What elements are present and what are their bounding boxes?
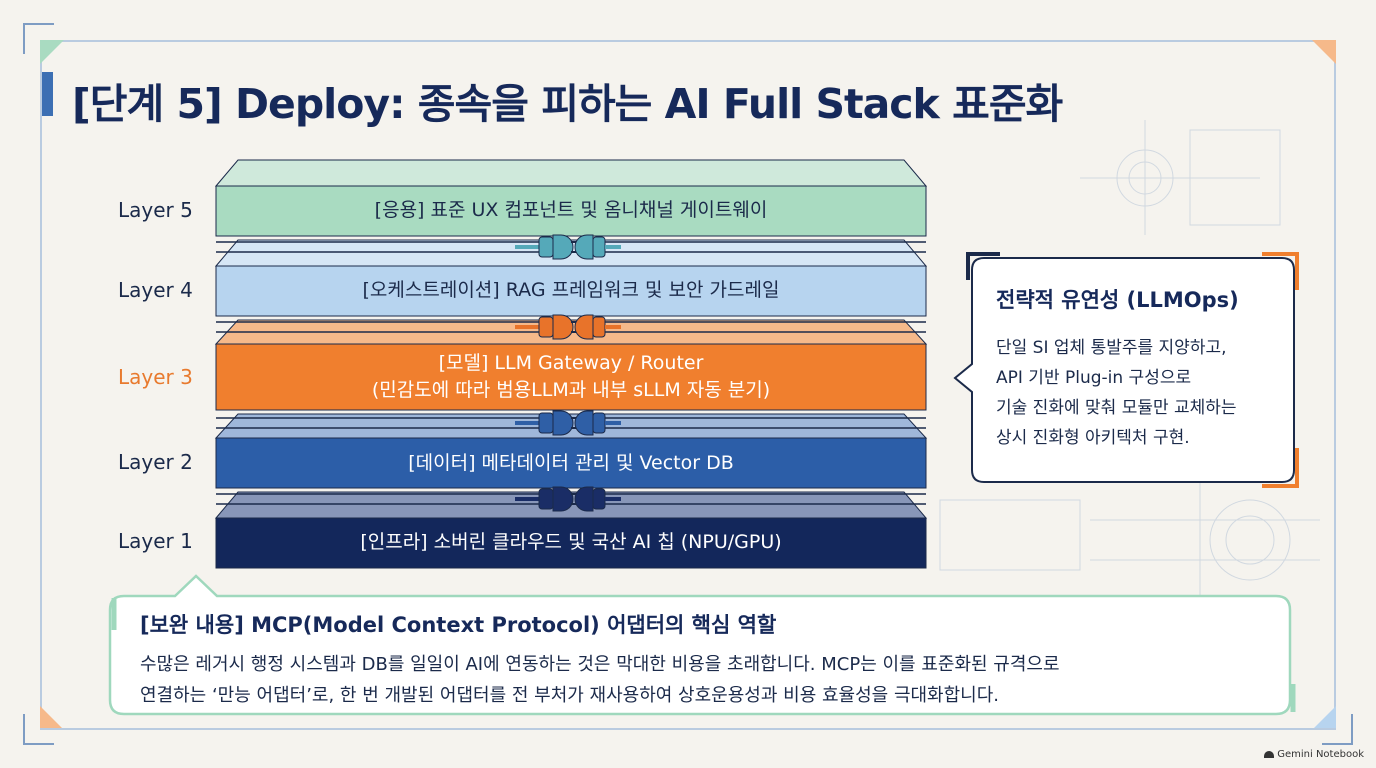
corner-bottom-right: [1314, 706, 1336, 728]
frame-right-line: [1334, 40, 1336, 730]
callout-bracket-top-left: [966, 252, 1000, 280]
layer-5-block: [215, 185, 927, 237]
callout-line: 기술 진화에 맞춰 모듈만 교체하는: [996, 398, 1237, 418]
callout-frame: [953, 257, 1295, 483]
layer-5-label: Layer 5: [118, 198, 193, 222]
callout-title: 전략적 유연성 (LLMOps): [996, 288, 1239, 312]
brand-footer: Gemini Notebook: [1264, 749, 1364, 760]
layer-3-block: [215, 343, 927, 411]
layer-2-label: Layer 2: [118, 450, 193, 474]
layer-5-text: [응용] 표준 UX 컴포넌트 및 옴니채널 게이트웨이: [374, 199, 768, 221]
callout-body: 단일 SI 업체 통발주를 지양하고, API 기반 Plug-in 구성으로 …: [996, 333, 1237, 453]
layer-2-text: [데이터] 메타데이터 관리 및 Vector DB: [408, 452, 734, 474]
notebook-logo-icon: [1264, 750, 1275, 758]
corner-top-right: [1312, 40, 1336, 64]
corner-bottom-left: [40, 706, 62, 728]
layer-3-text-line1: [모델] LLM Gateway / Router: [438, 352, 704, 374]
corner-bracket-bottom-left: [23, 714, 54, 745]
note-frame: [108, 574, 1292, 716]
blueprint-sketch: [939, 120, 1320, 600]
note-line: 연결하는 ‘만능 어댑터’로, 한 번 개발된 어댑터를 전 부처가 재사용하여…: [140, 685, 1000, 706]
layer-1-text: [인프라] 소버린 클라우드 및 국산 AI 칩 (NPU/GPU): [360, 531, 782, 553]
callout-bracket-bottom-right: [1262, 448, 1299, 488]
layer-4-label: Layer 4: [118, 278, 193, 302]
corner-top-left: [40, 40, 64, 64]
page-title: [단계 5] Deploy: 종속을 피하는 AI Full Stack 표준화: [72, 80, 1063, 128]
title-accent-bar: [42, 72, 53, 116]
note-body: 수많은 레거시 행정 시스템과 DB를 일일이 AI에 연동하는 것은 막대한 …: [140, 649, 1060, 711]
note-line: 수많은 레거시 행정 시스템과 DB를 일일이 AI에 연동하는 것은 막대한 …: [140, 654, 1060, 675]
note-title: [보완 내용] MCP(Model Context Protocol) 어댑터의…: [140, 613, 777, 637]
layer-1-block: [215, 517, 927, 569]
layer-2-block: [215, 437, 927, 489]
connector-4-3-plug-icon: [216, 314, 926, 340]
layer-1-label: Layer 1: [118, 529, 193, 553]
layer-4-text: [오케스트레이션] RAG 프레임워크 및 보안 가드레일: [362, 279, 780, 301]
brand-label: Gemini Notebook: [1277, 749, 1364, 760]
corner-bracket-bottom-right: [1322, 714, 1353, 745]
frame-top-line: [40, 40, 1336, 42]
callout-bracket-top-right: [1262, 252, 1299, 290]
callout-line: 단일 SI 업체 통발주를 지양하고,: [996, 338, 1227, 358]
connector-3-2-plug-icon: [216, 410, 926, 436]
callout-line: 상시 진화형 아키텍처 구현.: [996, 428, 1190, 448]
callout-line: API 기반 Plug-in 구성으로: [996, 368, 1192, 388]
frame-bottom-line: [40, 728, 1336, 730]
frame-left-line: [40, 40, 42, 730]
connector-5-4-plug-icon: [216, 234, 926, 260]
layer-3-label: Layer 3: [118, 365, 193, 389]
layer-3-text-line2: (민감도에 따라 범용LLM과 내부 sLLM 자동 분기): [371, 379, 771, 401]
layer-4-block: [215, 265, 927, 317]
connector-2-1-plug-icon: [216, 486, 926, 512]
corner-bracket-top-left: [23, 23, 54, 54]
